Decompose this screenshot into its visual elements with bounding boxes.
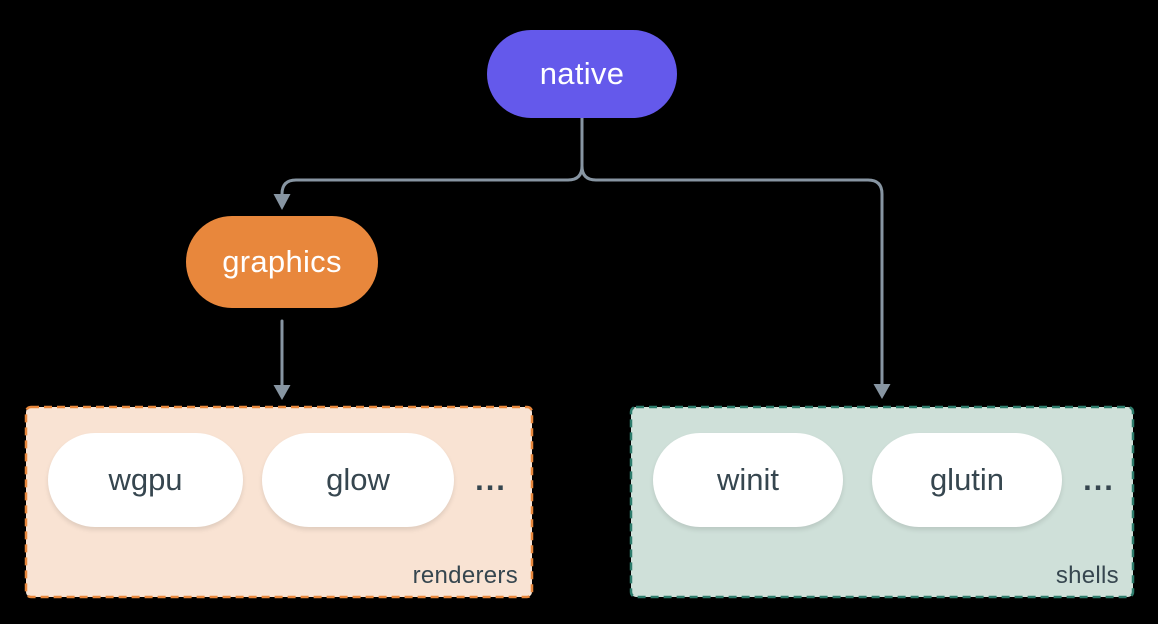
group-shells: winit glutin ... shells (631, 407, 1133, 597)
node-graphics: graphics (186, 216, 378, 308)
renderers-group-label: renderers (412, 562, 518, 589)
pill-wgpu-label: wgpu (108, 462, 183, 497)
pill-glutin-label: glutin (929, 462, 1005, 497)
node-native-label: native (539, 56, 625, 91)
group-renderers: wgpu glow ... renderers (26, 407, 532, 597)
arrowhead-graphics-to-renderers (273, 385, 291, 400)
renderers-ellipsis: ... (475, 462, 507, 497)
pill-winit-label: winit (716, 462, 779, 497)
shells-ellipsis: ... (1083, 462, 1115, 497)
node-native: native (487, 30, 677, 118)
edge-native-to-shells (580, 164, 884, 388)
pill-wgpu: wgpu (48, 433, 243, 527)
edge-native-to-graphics (280, 116, 584, 198)
node-graphics-label: graphics (222, 244, 342, 279)
pill-glow-label: glow (326, 462, 390, 497)
pill-glutin: glutin (872, 433, 1062, 527)
pill-glow: glow (262, 433, 454, 527)
shells-group-label: shells (1055, 562, 1119, 589)
pill-winit: winit (653, 433, 843, 527)
arrowhead-native-to-graphics (273, 194, 291, 210)
arrowhead-native-to-shells (873, 384, 891, 399)
